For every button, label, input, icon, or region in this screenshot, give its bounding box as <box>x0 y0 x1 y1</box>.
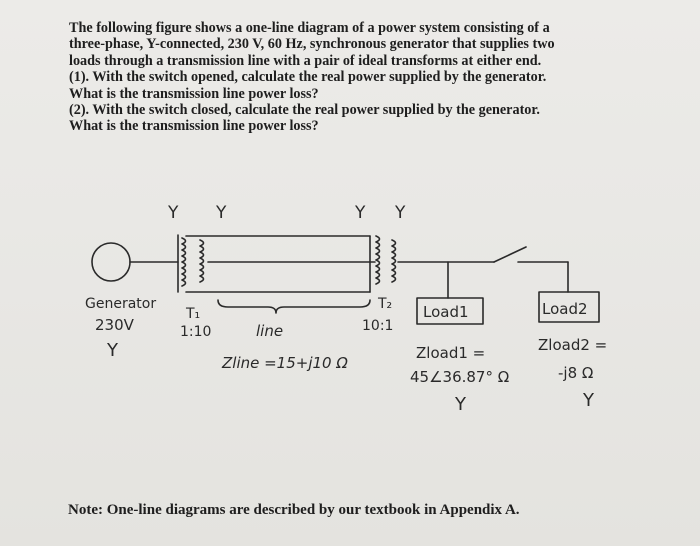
t2-primary-conn: Y <box>354 203 366 223</box>
load2-box <box>538 291 600 323</box>
problem-line: (2). With the switch closed, calculate t… <box>69 102 540 119</box>
t2-secondary-coil <box>391 239 397 283</box>
t1-primary-conn: Y <box>167 203 179 223</box>
problem-line: three-phase, Y-connected, 230 V, 60 Hz, … <box>69 36 555 53</box>
load2-impedance-label: Zload2 = <box>538 336 607 354</box>
generator-symbol <box>91 242 131 282</box>
line-impedance: Zline =15+j10 Ω <box>221 354 348 372</box>
t1-primary-coil <box>181 237 187 287</box>
load2-label: Load2 <box>542 300 588 318</box>
generator-voltage: 230V <box>95 316 135 334</box>
t1-secondary-coil <box>199 239 205 283</box>
problem-line: The following figure shows a one-line di… <box>69 20 550 36</box>
problem-line: What is the transmission line power loss… <box>69 118 319 135</box>
load1-impedance-label: Zload1 = <box>416 344 485 362</box>
load1-box <box>416 297 484 325</box>
line-label: line <box>256 322 283 340</box>
load1-conn: Y <box>454 394 467 415</box>
t2-label: T₂ <box>377 296 392 312</box>
load1-impedance-value: 45∠36.87° Ω <box>410 368 509 386</box>
t2-secondary-conn: Y <box>394 203 406 223</box>
load1-label: Load1 <box>423 303 469 321</box>
t2-ratio: 10:1 <box>362 318 393 334</box>
problem-line: What is the transmission line power loss… <box>69 85 319 102</box>
load2-conn: Y <box>582 390 595 411</box>
line-brace <box>217 299 371 314</box>
load2-impedance-value: -j8 Ω <box>558 364 593 382</box>
t1-label: T₁ <box>185 306 200 322</box>
generator-label: Generator <box>85 296 156 312</box>
t2-primary-coil <box>375 235 381 285</box>
problem-line: (1). With the switch opened, calculate t… <box>69 69 547 86</box>
note-text: Note: One-line diagrams are described by… <box>68 502 520 518</box>
t1-secondary-conn: Y <box>215 203 227 223</box>
problem-statement: The following figure shows a one-line di… <box>69 20 629 135</box>
problem-line: loads through a transmission line with a… <box>69 52 542 69</box>
switch-blade[interactable] <box>493 246 527 263</box>
generator-conn: Y <box>106 340 119 361</box>
t1-ratio: 1:10 <box>180 324 211 340</box>
